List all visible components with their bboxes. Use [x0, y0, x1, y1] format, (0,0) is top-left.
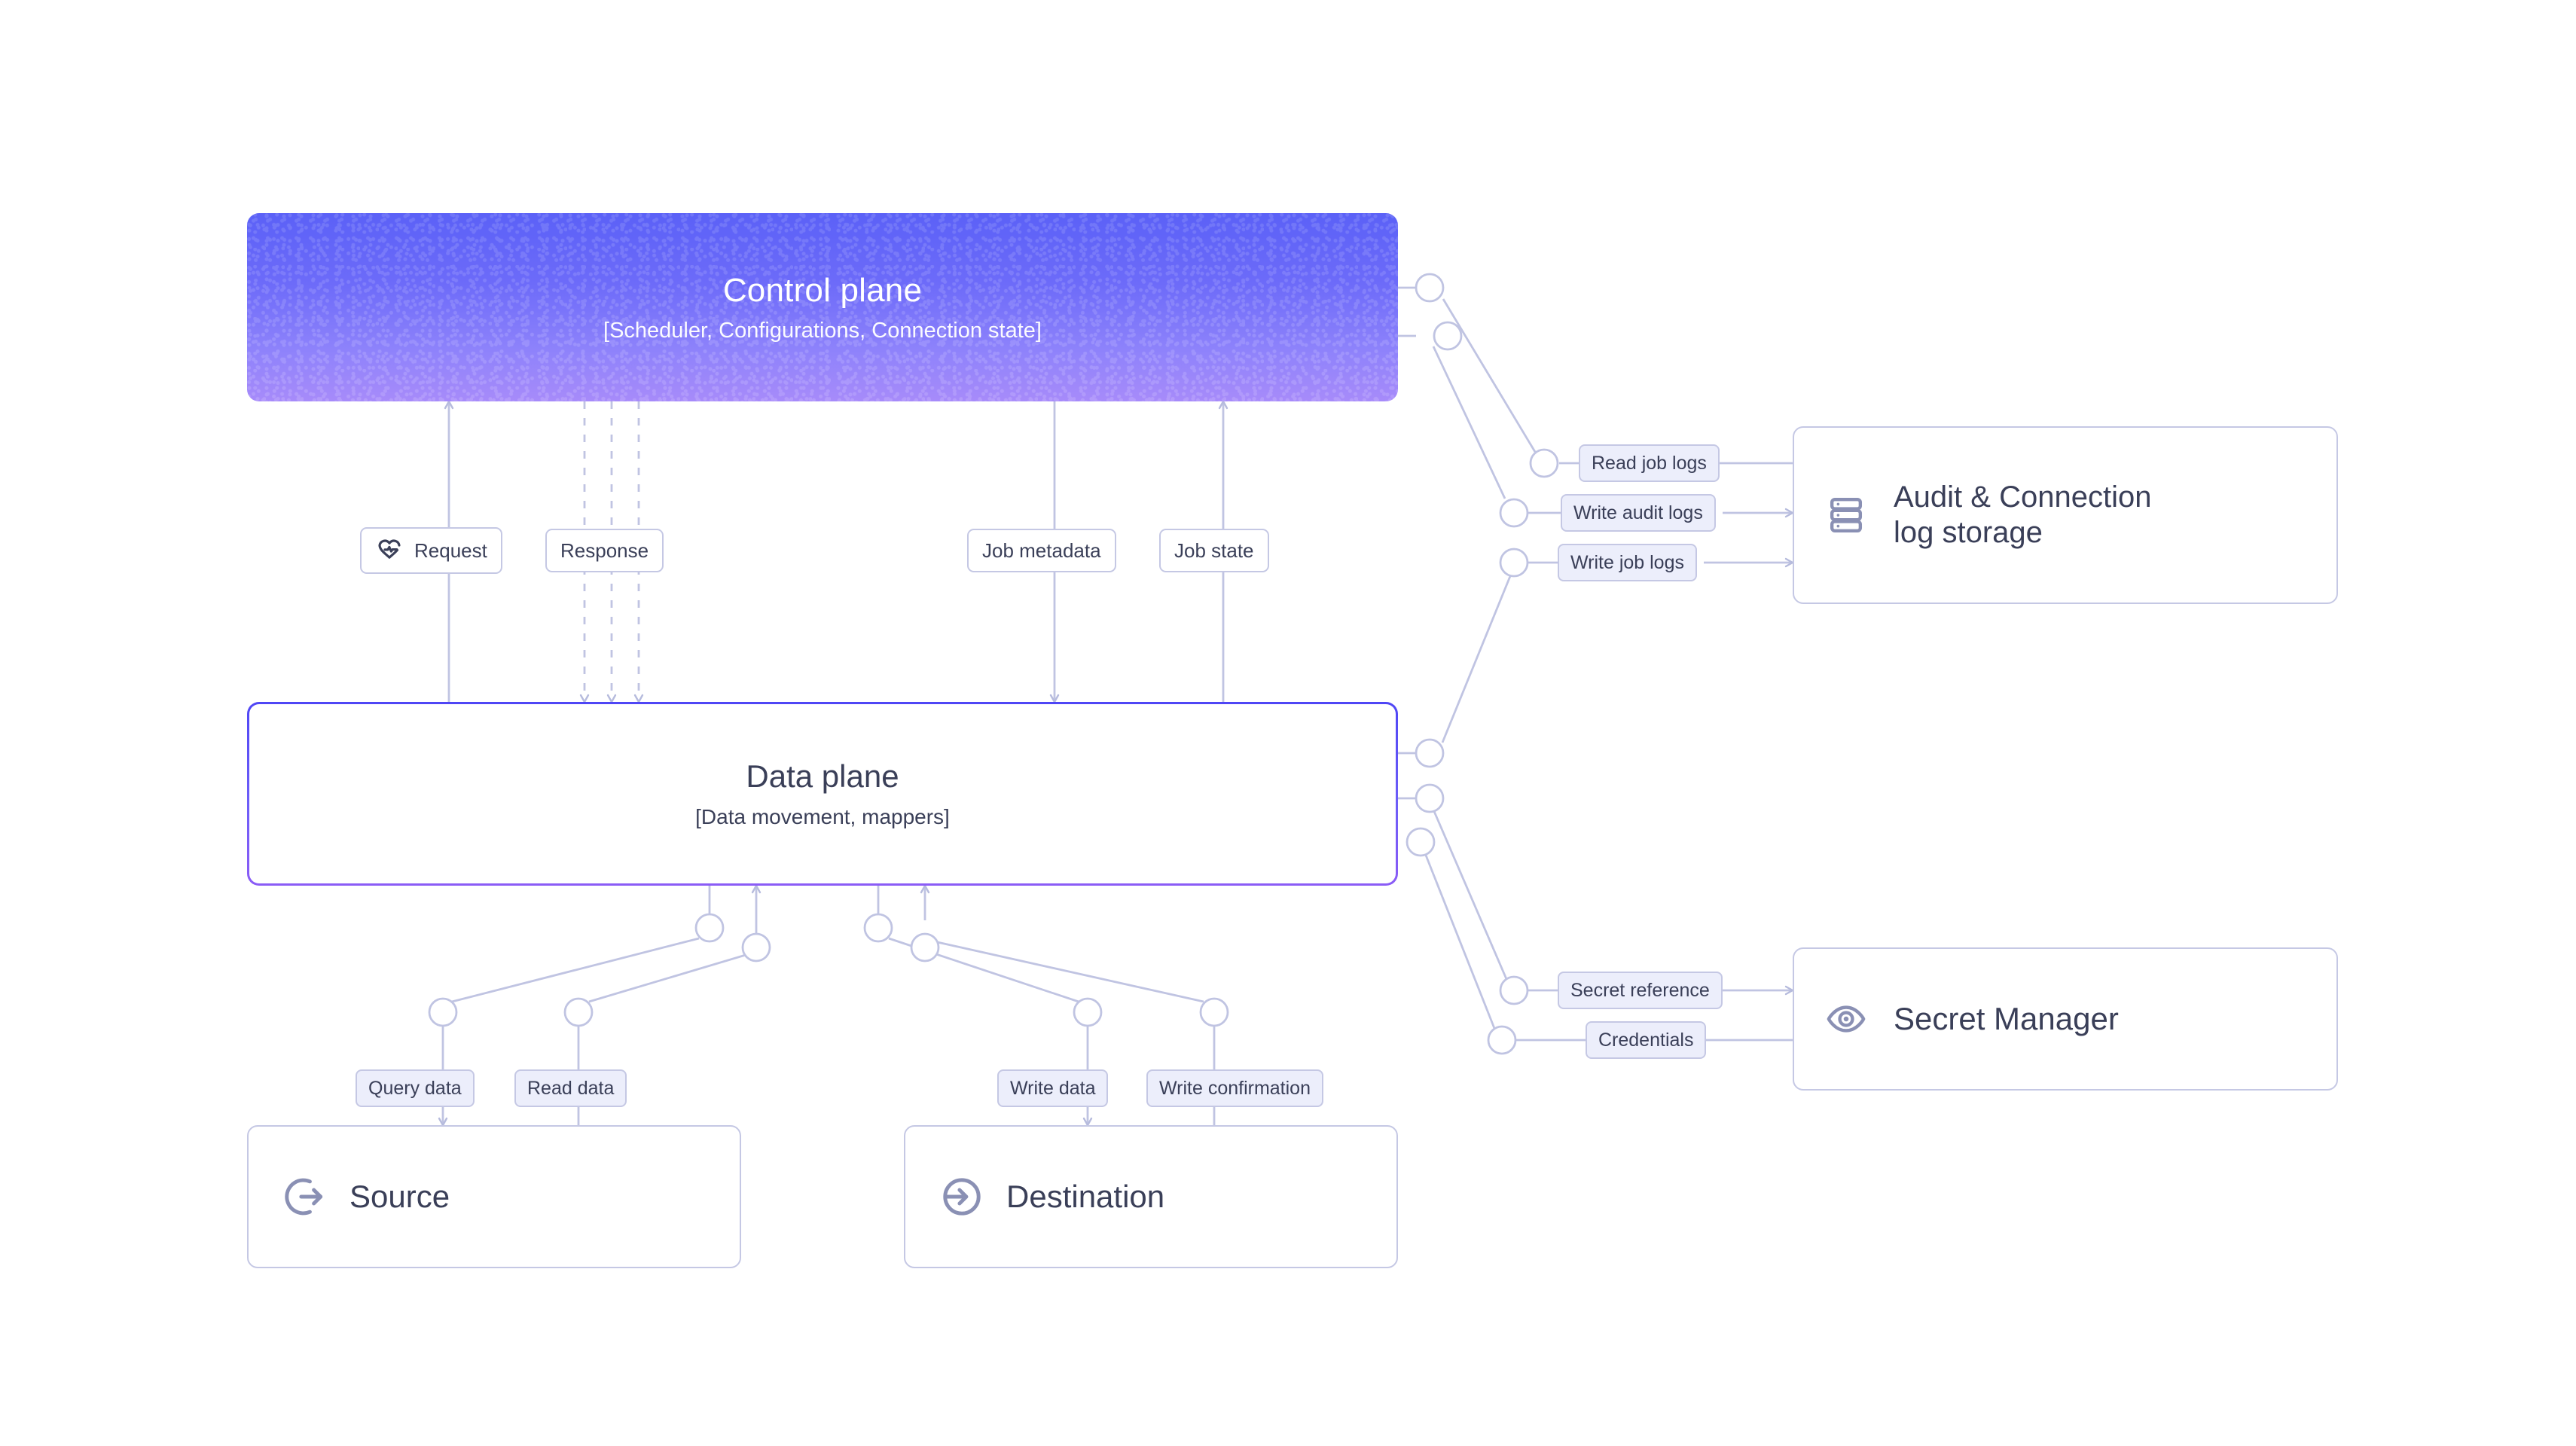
- connector-node: [428, 997, 458, 1027]
- edge-label-write-confirmation-text: Write confirmation: [1159, 1077, 1311, 1099]
- secret-manager-title: Secret Manager: [1894, 1001, 2119, 1037]
- edge-label-read-data-text: Read data: [527, 1077, 615, 1099]
- data-plane-subtitle: [Data movement, mappers]: [695, 805, 950, 828]
- data-plane-title: Data plane: [746, 758, 899, 794]
- connector-node: [863, 913, 893, 943]
- connector-node: [1415, 738, 1445, 768]
- connector-node: [694, 913, 725, 943]
- connector-node: [1415, 783, 1445, 813]
- audit-log-storage-title-line2: log storage: [1894, 516, 2043, 549]
- edge-label-write-audit-logs[interactable]: Write audit logs: [1561, 494, 1716, 532]
- edge-label-write-audit-logs-text: Write audit logs: [1573, 502, 1703, 523]
- database-stack-icon: [1830, 498, 1863, 532]
- edge-label-response-text: Response: [560, 538, 649, 562]
- edge-label-query-data-text: Query data: [368, 1077, 462, 1099]
- edge-label-job-metadata-text: Job metadata: [982, 538, 1101, 562]
- heart-pulse-icon: [378, 539, 401, 559]
- edge-label-job-metadata[interactable]: Job metadata: [967, 529, 1116, 572]
- connector-node: [1199, 997, 1229, 1027]
- edge-label-read-job-logs-text: Read job logs: [1592, 452, 1707, 474]
- edge-label-write-data[interactable]: Write data: [997, 1069, 1109, 1107]
- edge-label-write-confirmation[interactable]: Write confirmation: [1146, 1069, 1323, 1107]
- edge-label-read-job-logs[interactable]: Read job logs: [1579, 444, 1720, 482]
- edge-label-write-data-text: Write data: [1010, 1077, 1096, 1099]
- connector-node: [1415, 273, 1445, 303]
- edge-label-job-state-text: Job state: [1174, 538, 1254, 562]
- connector-node: [1499, 548, 1529, 578]
- connector-node: [1499, 975, 1529, 1005]
- source-node[interactable]: Source: [247, 1125, 741, 1268]
- connector-node: [1406, 827, 1436, 857]
- edge-label-credentials[interactable]: Credentials: [1586, 1021, 1707, 1059]
- connector-node: [1529, 448, 1559, 478]
- eye-icon: [1827, 1005, 1866, 1033]
- connector-node: [1487, 1025, 1517, 1055]
- audit-log-storage-title: Audit & Connection log storage: [1894, 480, 2151, 551]
- secret-manager-node[interactable]: Secret Manager: [1793, 947, 2338, 1091]
- edge-label-response[interactable]: Response: [545, 529, 664, 572]
- source-title: Source: [349, 1179, 450, 1215]
- edge-label-request-text: Request: [414, 538, 487, 562]
- destination-node[interactable]: Destination: [904, 1125, 1398, 1268]
- control-plane-title: Control plane: [722, 271, 923, 309]
- edge-label-secret-reference-text: Secret reference: [1570, 979, 1710, 1001]
- log-in-circle-icon: [943, 1178, 981, 1216]
- edge-label-credentials-text: Credentials: [1598, 1029, 1694, 1051]
- edge-label-query-data[interactable]: Query data: [356, 1069, 475, 1107]
- connector-node: [910, 932, 940, 962]
- log-out-circle-icon: [285, 1178, 323, 1216]
- control-plane-node[interactable]: Control plane [Scheduler, Configurations…: [247, 213, 1398, 401]
- edge-label-read-data[interactable]: Read data: [514, 1069, 627, 1107]
- connector-node: [563, 997, 594, 1027]
- connector-node: [1433, 321, 1463, 351]
- connector-node: [1073, 997, 1103, 1027]
- control-plane-texture: [247, 213, 1398, 401]
- audit-log-storage-title-line1: Audit & Connection: [1894, 480, 2152, 514]
- edge-label-write-job-logs[interactable]: Write job logs: [1558, 544, 1697, 581]
- edge-label-request[interactable]: Request: [360, 527, 502, 574]
- edge-label-secret-reference[interactable]: Secret reference: [1558, 972, 1723, 1009]
- destination-title: Destination: [1006, 1179, 1165, 1215]
- data-plane-node[interactable]: Data plane [Data movement, mappers]: [247, 702, 1398, 886]
- connector-node: [741, 932, 771, 962]
- control-plane-subtitle: [Scheduler, Configurations, Connection s…: [603, 318, 1042, 343]
- edge-label-job-state[interactable]: Job state: [1159, 529, 1269, 572]
- audit-log-storage-node[interactable]: Audit & Connection log storage: [1793, 426, 2338, 604]
- connector-node: [1499, 498, 1529, 528]
- edge-label-write-job-logs-text: Write job logs: [1570, 551, 1684, 573]
